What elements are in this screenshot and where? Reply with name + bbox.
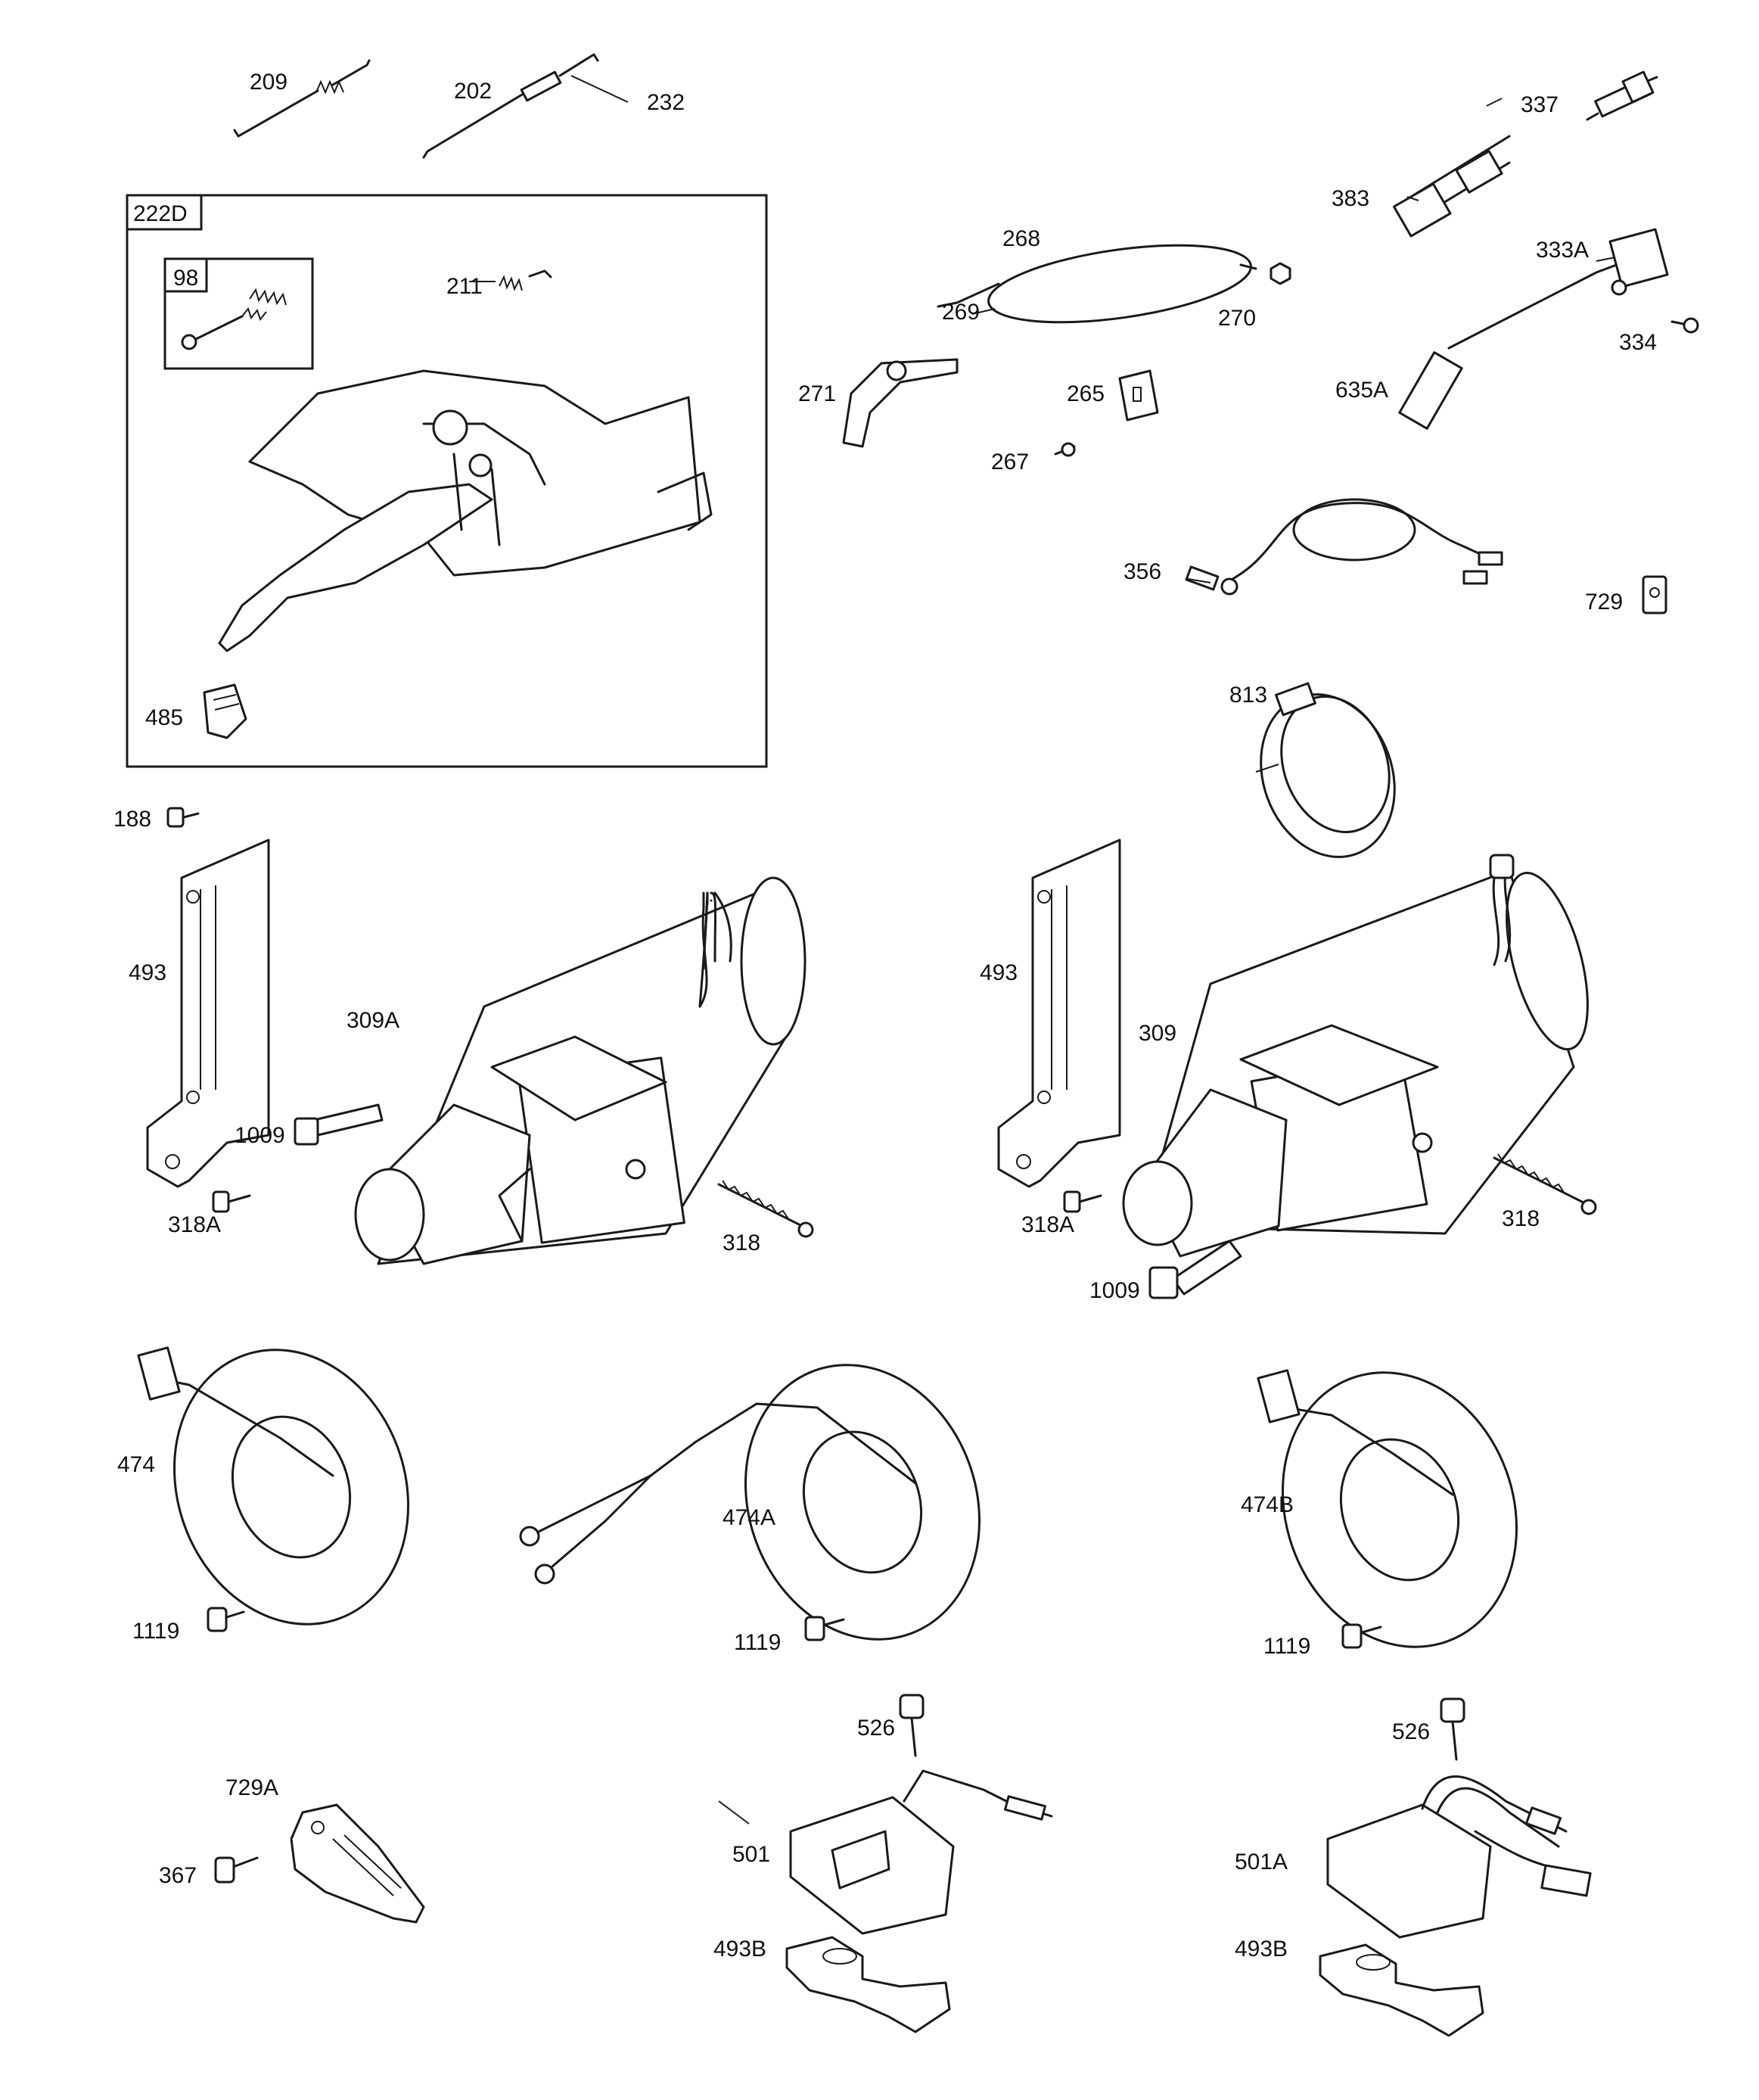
screw-318a-left <box>212 1190 251 1213</box>
callout-474b: 474B <box>1241 1492 1294 1517</box>
callout-188: 188 <box>113 807 151 832</box>
mounting-bracket-493b-right <box>1319 1943 1484 2037</box>
throttle-cable-268 <box>937 244 1291 324</box>
callout-813: 813 <box>1229 683 1267 708</box>
callout-334: 334 <box>1619 330 1657 355</box>
callout-474a: 474A <box>723 1505 775 1530</box>
ignition-part-383 <box>1393 135 1511 238</box>
group-frame-222d <box>126 194 768 768</box>
callout-202: 202 <box>454 79 492 104</box>
alternator-stator-474a <box>519 1364 981 1641</box>
spring-211 <box>499 269 552 291</box>
callout-267: 267 <box>991 450 1029 474</box>
group-label-box-98 <box>163 257 208 293</box>
callout-318-left: 318 <box>723 1230 760 1255</box>
ignition-wire-333a <box>1398 228 1669 430</box>
callout-493-right: 493 <box>980 960 1018 985</box>
callout-269: 269 <box>942 300 980 325</box>
callout-232: 232 <box>647 90 685 115</box>
mounting-plate-493-left <box>146 838 270 1188</box>
screw-318a-right <box>1063 1190 1102 1213</box>
callout-309: 309 <box>1139 1021 1176 1046</box>
callout-211: 211 <box>446 274 483 299</box>
callout-209: 209 <box>250 70 287 95</box>
spark-plug-337 <box>1586 70 1658 121</box>
alternator-stator-474b <box>1257 1369 1518 1648</box>
long-screw-318-right <box>1493 1153 1597 1215</box>
mounting-plate-493-right <box>997 838 1121 1188</box>
regulator-501 <box>789 1769 1053 1935</box>
regulator-501a <box>1326 1775 1592 1939</box>
bolt-1009-left <box>294 1103 384 1146</box>
knob-485 <box>203 683 247 739</box>
callout-493b-right: 493B <box>1235 1937 1288 1962</box>
governor-control-bracket-222d <box>218 369 713 652</box>
callout-526-left: 526 <box>857 1716 895 1741</box>
screw-1119-left <box>207 1607 245 1632</box>
starter-motor-309 <box>1122 854 1589 1258</box>
screw-188 <box>166 807 200 828</box>
long-screw-318-left <box>717 1180 814 1238</box>
callout-485: 485 <box>145 705 183 730</box>
callout-222d: 222D <box>133 201 188 226</box>
callout-1009-right: 1009 <box>1089 1278 1140 1303</box>
screw-267 <box>1054 442 1076 457</box>
callout-271: 271 <box>798 381 836 406</box>
callout-501a: 501A <box>1235 1850 1288 1874</box>
callout-265: 265 <box>1067 381 1105 406</box>
starter-motor-309a <box>354 876 806 1265</box>
callout-1119-mid: 1119 <box>734 1630 781 1655</box>
screw-1119-right <box>1341 1623 1382 1649</box>
leader-lines <box>469 75 1616 1825</box>
group-frame-98 <box>163 257 314 370</box>
spring-rod-209 <box>233 59 371 138</box>
callout-526-right: 526 <box>1392 1719 1430 1744</box>
screw-526-left <box>899 1694 925 1757</box>
clip-729 <box>1642 575 1667 614</box>
bolt-and-spring-98 <box>181 288 287 350</box>
callout-729a: 729A <box>225 1775 278 1800</box>
linkage-rod-202 <box>422 53 599 159</box>
callout-98: 98 <box>173 266 198 291</box>
group-label-box-222d <box>126 194 203 231</box>
clip-265 <box>1118 369 1159 422</box>
callout-356: 356 <box>1123 559 1161 584</box>
bracket-729a <box>290 1803 425 1924</box>
callout-493b-left: 493B <box>713 1937 766 1962</box>
callout-1009-left: 1009 <box>235 1123 285 1148</box>
mounting-bracket-493b-left <box>785 1936 951 2033</box>
callout-474: 474 <box>117 1452 155 1477</box>
bracket-271 <box>842 358 959 448</box>
callout-labels: 209 202 232 337 383 333A 334 635A 268 26… <box>113 70 1657 1962</box>
callout-493-left: 493 <box>129 960 166 985</box>
hose-clamp-813 <box>1260 682 1396 858</box>
callout-337: 337 <box>1521 92 1559 117</box>
callout-383: 383 <box>1332 186 1369 211</box>
callout-1119-left: 1119 <box>132 1619 179 1644</box>
callout-270: 270 <box>1218 306 1256 331</box>
bolt-1009-right <box>1148 1240 1242 1299</box>
callout-318-right: 318 <box>1502 1206 1540 1231</box>
screw-526-right <box>1440 1697 1465 1761</box>
callout-268: 268 <box>1002 226 1040 251</box>
callout-318a-left: 318A <box>168 1212 221 1237</box>
screw-334 <box>1670 317 1699 334</box>
callout-729: 729 <box>1585 590 1623 614</box>
alternator-stator-474 <box>137 1346 410 1626</box>
screw-1119-mid <box>804 1616 845 1641</box>
wire-harness-356 <box>1185 498 1503 596</box>
callout-1119-right: 1119 <box>1263 1634 1310 1659</box>
callout-367: 367 <box>159 1863 197 1888</box>
callout-501: 501 <box>732 1842 770 1867</box>
callout-309a: 309A <box>347 1008 399 1033</box>
callout-318a-right: 318A <box>1021 1212 1074 1237</box>
screw-367 <box>214 1856 259 1884</box>
callout-635a: 635A <box>1335 378 1388 403</box>
callout-333a: 333A <box>1536 238 1589 263</box>
